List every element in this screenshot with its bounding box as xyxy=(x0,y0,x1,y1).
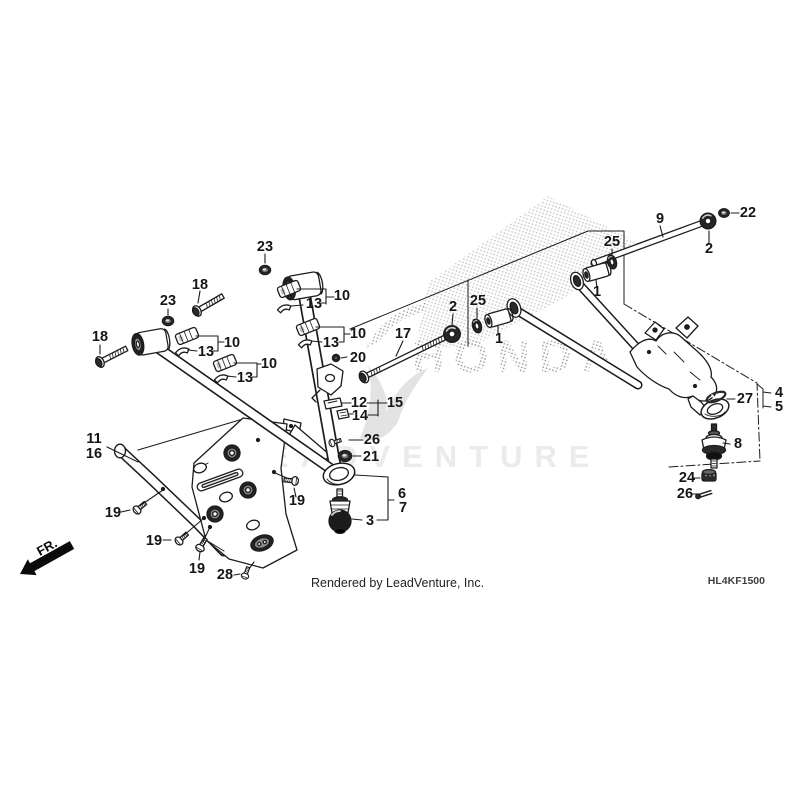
part-callout-18-1[interactable]: 18 xyxy=(192,277,208,293)
part-callout-25-30[interactable]: 25 xyxy=(470,293,486,309)
screw-19-b xyxy=(172,529,191,548)
skid-plate xyxy=(113,417,302,569)
part-callout-28-28[interactable]: 28 xyxy=(217,567,233,583)
bush-half-13-c xyxy=(174,346,191,357)
balljoint-3 xyxy=(328,488,352,535)
stay-bracket xyxy=(311,363,344,403)
cotter-pin-26 xyxy=(695,489,713,500)
part-callout-13-11[interactable]: 13 xyxy=(237,370,253,386)
leadventure-flame-icon xyxy=(360,366,428,440)
bush-half-13-a xyxy=(276,303,293,314)
part-callout-3-21[interactable]: 3 xyxy=(366,513,374,529)
part-callout-20-12[interactable]: 20 xyxy=(350,350,366,366)
right-arm-rear-eye xyxy=(569,271,585,291)
washer-2-top xyxy=(699,212,717,230)
nut-23-upper xyxy=(258,264,272,276)
part-callout-1-33[interactable]: 1 xyxy=(593,284,601,300)
leader-lines xyxy=(99,212,740,576)
part-callout-23-0[interactable]: 23 xyxy=(257,239,273,255)
part-callout-22-35[interactable]: 22 xyxy=(740,205,756,221)
bush-half-13-d xyxy=(213,373,230,384)
castle-nut-24 xyxy=(701,468,717,482)
group-boundary-lines xyxy=(349,230,772,468)
part-callout-13-5[interactable]: 13 xyxy=(306,296,322,312)
part-callout-19-24[interactable]: 19 xyxy=(105,505,121,521)
line-art xyxy=(93,208,772,581)
knuckle xyxy=(629,316,718,416)
part-callout-4-38[interactable]: 4 xyxy=(775,385,783,401)
part-callout-21-18[interactable]: 21 xyxy=(363,449,379,465)
part-callout-23-2[interactable]: 23 xyxy=(160,293,176,309)
bolt-18-lower xyxy=(93,342,130,370)
credit-text: Rendered by LeadVenture, Inc. xyxy=(311,576,484,590)
part-callout-26-17[interactable]: 26 xyxy=(364,432,380,448)
nut-21 xyxy=(337,449,353,463)
part-callout-19-27[interactable]: 19 xyxy=(289,493,305,509)
washer-20 xyxy=(331,353,341,363)
part-callout-5-39[interactable]: 5 xyxy=(775,399,783,415)
part-callout-19-26[interactable]: 19 xyxy=(189,561,205,577)
part-callout-18-3[interactable]: 18 xyxy=(92,329,108,345)
part-callout-2-29[interactable]: 2 xyxy=(449,299,457,315)
circlip-27 xyxy=(705,390,727,404)
part-callout-13-9[interactable]: 13 xyxy=(198,344,214,360)
part-callout-11-22[interactable]: 11 xyxy=(86,431,101,447)
part-callout-10-4[interactable]: 10 xyxy=(334,288,350,304)
fr-arrow-icon xyxy=(20,541,75,576)
part-callout-25-32[interactable]: 25 xyxy=(604,234,620,250)
right-arm-front-eye xyxy=(506,298,522,318)
washer-2-front xyxy=(442,324,462,344)
part-callout-14-15[interactable]: 14 xyxy=(352,408,368,424)
balljoint-eye-boss xyxy=(322,462,356,486)
part-callout-13-7[interactable]: 13 xyxy=(323,335,339,351)
part-callout-10-10[interactable]: 10 xyxy=(261,356,277,372)
part-callout-6-19[interactable]: 6 xyxy=(398,486,406,502)
part-callout-9-34[interactable]: 9 xyxy=(656,211,664,227)
nut-23-lower xyxy=(161,315,175,327)
part-callout-17-13[interactable]: 17 xyxy=(395,326,411,342)
label-plate-12 xyxy=(323,397,343,410)
part-callout-12-14[interactable]: 12 xyxy=(351,395,367,411)
part-callout-16-23[interactable]: 16 xyxy=(86,446,102,462)
part-callout-27-37[interactable]: 27 xyxy=(737,391,753,407)
nut-22 xyxy=(718,208,730,218)
part-callout-7-20[interactable]: 7 xyxy=(399,500,407,516)
bolt-18-upper xyxy=(189,290,227,319)
part-callout-10-8[interactable]: 10 xyxy=(224,335,240,351)
part-callout-10-6[interactable]: 10 xyxy=(350,326,366,342)
part-callout-1-31[interactable]: 1 xyxy=(495,331,503,347)
part-callout-15-16[interactable]: 15 xyxy=(387,395,403,411)
callouts-layer: 2318231810131013101310132017121415262167… xyxy=(86,205,783,583)
fr-direction-marker: FR. xyxy=(20,535,75,576)
clip-14 xyxy=(336,408,350,420)
diagram-code: HL4KF1500 xyxy=(708,575,765,587)
screw-19-c xyxy=(193,535,210,554)
part-callout-24-41[interactable]: 24 xyxy=(679,470,695,486)
part-callout-2-36[interactable]: 2 xyxy=(705,241,713,257)
honda-wing-icon xyxy=(366,302,428,349)
footer: FR. Rendered by LeadVenture, Inc. HL4KF1… xyxy=(20,535,765,590)
knuckle-socket-eye xyxy=(700,398,730,420)
balljoint-8 xyxy=(701,423,727,469)
part-callout-19-25[interactable]: 19 xyxy=(146,533,162,549)
part-callout-26-42[interactable]: 26 xyxy=(677,486,693,502)
part-callout-8-40[interactable]: 8 xyxy=(734,436,742,452)
